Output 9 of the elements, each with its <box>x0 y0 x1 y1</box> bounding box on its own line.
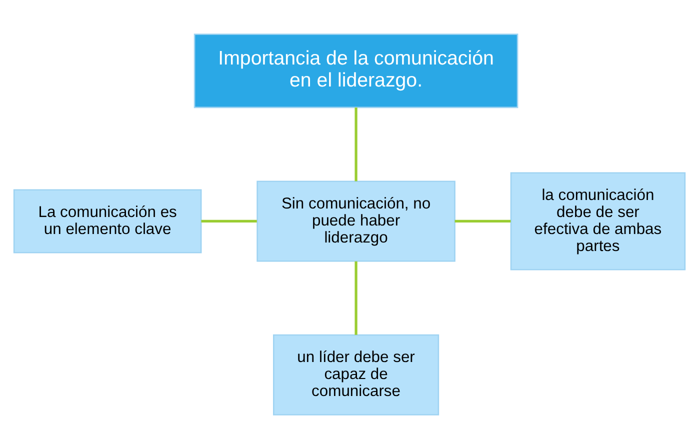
connector <box>354 260 358 334</box>
connector <box>354 107 358 181</box>
connector <box>454 219 511 222</box>
node-box: la comunicación debe de ser efectiva de ambas partes <box>510 172 686 270</box>
connector <box>201 219 257 222</box>
node-box: La comunicación es un elemento clave <box>13 188 202 253</box>
node-box: Importancia de la comunicación en el liderazgo. <box>194 33 518 108</box>
node-box: Sin comunicación, no puede haber liderazgo <box>256 180 456 262</box>
node-box: un líder debe ser capaz de comunicarse <box>273 334 440 415</box>
